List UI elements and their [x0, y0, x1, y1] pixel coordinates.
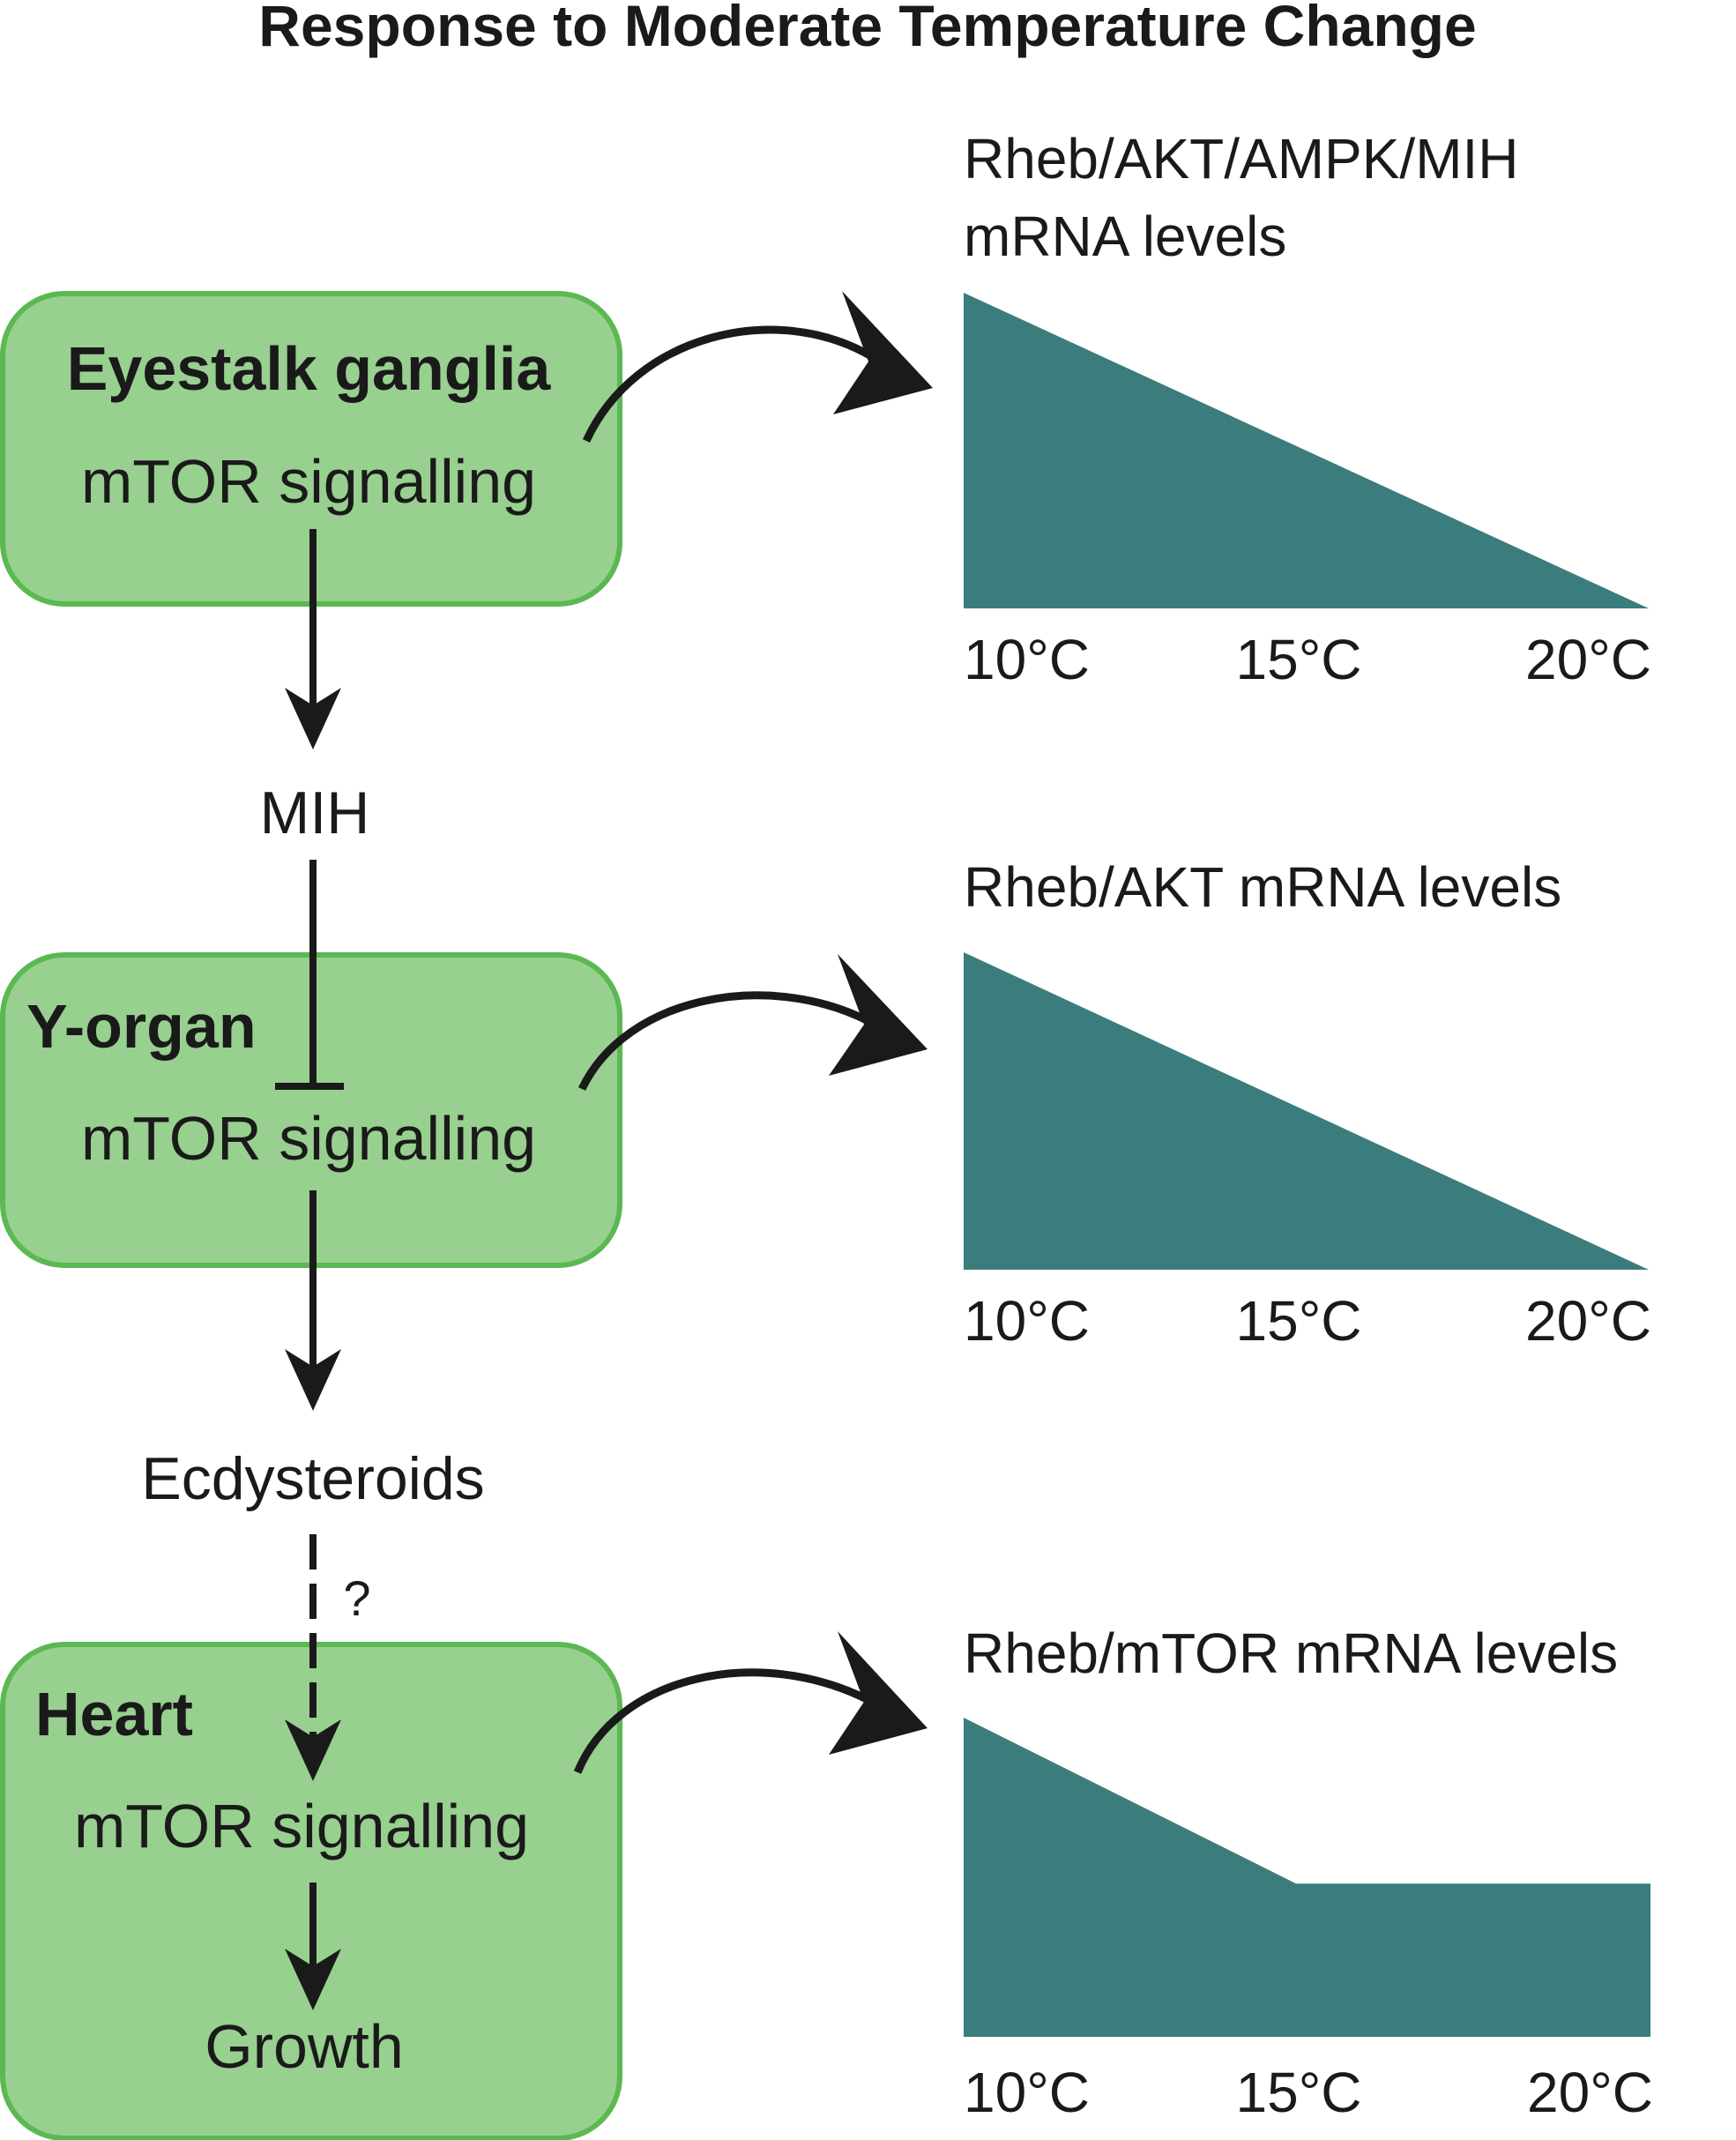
heart-box-growth-label: Growth — [205, 2012, 404, 2081]
curved-arrow-eyestalk-to-plot — [582, 291, 933, 443]
curved-arrow-heart-to-plot — [573, 1631, 928, 1774]
plot-1-tick-3: 20°C — [1525, 628, 1651, 691]
plot-2-tick-3: 20°C — [1525, 1289, 1651, 1353]
plot-2-tick-2: 15°C — [1236, 1289, 1362, 1353]
y-organ-box-title: Y-organ — [26, 992, 257, 1061]
arrow-heart-mtor-to-growth — [285, 1883, 341, 2010]
y-organ-box: Y-organ mTOR signalling — [0, 952, 622, 1268]
plot-2-tick-1: 10°C — [964, 1289, 1090, 1353]
plot-1-title-line-1: Rheb/AKT/AMPK/MIH — [964, 127, 1519, 190]
plot-1-tick-2: 15°C — [1236, 628, 1362, 691]
plot-3-title-line-1: Rheb/mTOR mRNA levels — [964, 1622, 1618, 1685]
plot-3-tick-1: 10°C — [964, 2061, 1090, 2124]
plot-3-tick-2: 15°C — [1236, 2061, 1362, 2124]
eyestalk-ganglia-box: Eyestalk ganglia mTOR signalling — [0, 291, 622, 607]
question-mark-label: ? — [343, 1570, 370, 1626]
arrow-eyestalk-to-mih — [285, 529, 341, 749]
figure-title: Response to Moderate Temperature Change — [258, 0, 1476, 58]
plot-1-tick-1: 10°C — [964, 628, 1090, 691]
plot-3-area — [964, 1718, 1650, 2037]
plot-1-area — [964, 293, 1649, 608]
y-organ-box-mtor-label: mTOR signalling — [81, 1104, 536, 1173]
plot-1-title-line-2: mRNA levels — [964, 205, 1286, 268]
curved-arrow-y-organ-to-plot — [577, 954, 928, 1091]
mih-label: MIH — [260, 779, 370, 846]
plot-2-area — [964, 952, 1649, 1270]
eyestalk-box-mtor-label: mTOR signalling — [81, 447, 536, 516]
heart-box-title: Heart — [35, 1680, 193, 1749]
arrow-y-organ-to-ecdysteroids — [285, 1190, 341, 1411]
ecdysteroids-label: Ecdysteroids — [141, 1445, 484, 1512]
mrna-plots: Rheb/AKT/AMPK/MIH mRNA levels 10°C 15°C 20°C… — [964, 127, 1653, 2124]
dashed-arrow-ecdysteroids-to-heart — [285, 1534, 341, 1781]
plot-2-title-line-1: Rheb/AKT mRNA levels — [964, 855, 1561, 919]
eyestalk-box-title: Eyestalk ganglia — [67, 334, 552, 403]
inhibition-mih-to-y-organ — [275, 860, 344, 1090]
plot-3-tick-3: 20°C — [1527, 2061, 1653, 2124]
heart-box-mtor-label: mTOR signalling — [74, 1792, 529, 1860]
